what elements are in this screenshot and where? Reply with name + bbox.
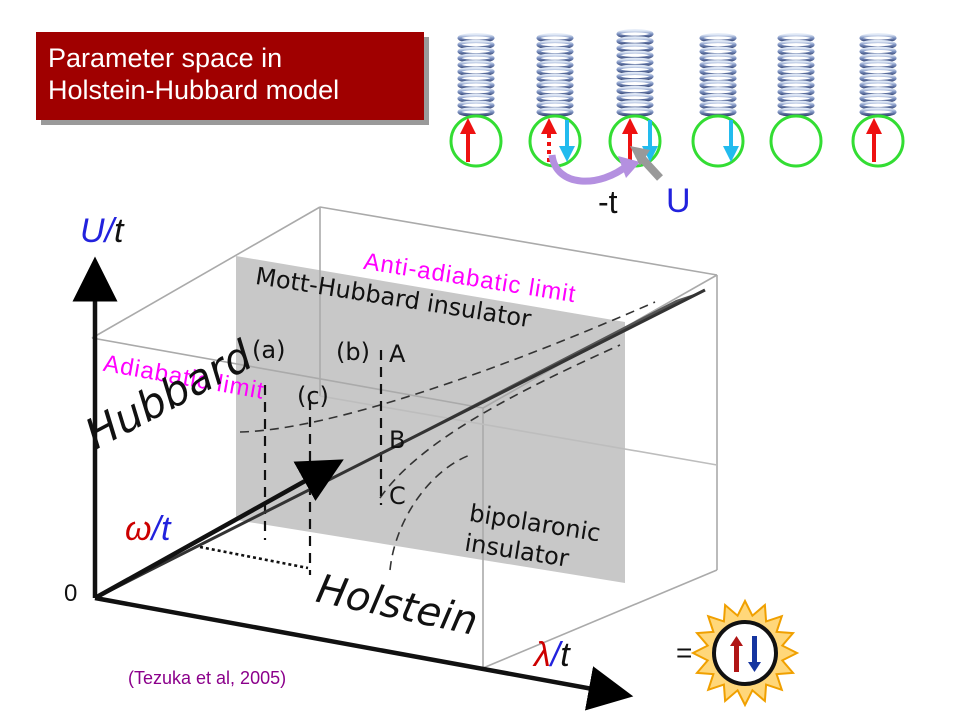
title-line-1: Parameter space in [48,43,283,73]
site-ring [608,114,662,168]
box-edge [482,569,718,669]
equals-sign: = [676,637,693,668]
spin-up-arrowhead [622,118,638,134]
spring-coil [616,29,654,39]
lattice-sites [449,114,905,168]
spin-down-arrowhead [748,662,761,672]
hopping-arrow [548,154,631,185]
phase-boundaries [239,301,656,571]
site-ring [449,114,503,168]
omega-t: t [160,510,171,548]
spin-down-arrowhead [723,146,739,162]
point-c-label: (c) [297,382,329,410]
omega-axis [93,459,344,600]
lambda-axis-label: λ/t [534,636,570,675]
hopping-arrowhead [618,156,640,178]
spring-coil [616,43,654,53]
lower-boundary-curve [389,454,471,571]
spin-down-arrowhead [559,146,575,162]
point-C-label: C [389,482,406,510]
box-edge [319,206,718,276]
u-axis-label: U/t [80,212,123,251]
box-edge [91,337,484,409]
interaction-label: U [666,182,691,220]
spring-coil [616,107,654,117]
spring-coil [616,93,654,103]
u-t: t [114,212,124,250]
box-edge [91,206,321,339]
origin-label: 0 [64,580,78,607]
omega-slash: / [151,510,161,548]
dotted-projection [199,545,309,570]
phonon-springs [457,29,897,117]
spring-coil [859,107,897,117]
spring-coil [616,100,654,110]
mott-boundary-curve [239,301,656,433]
diagonal-line [94,288,706,600]
axes [72,256,634,711]
point-a-label: (a) [252,336,286,364]
spring-coil [699,107,737,117]
spring-coil [616,57,654,68]
spring-coil [616,64,654,75]
site-ring [691,114,745,168]
bipolaron-ring [712,620,778,686]
omega-axis-label: ω/t [125,510,170,549]
spring-coil [616,36,654,46]
lambda-symbol: λ [534,636,551,674]
omega-symbol: ω [125,510,152,548]
spin-up-arrowhead [866,118,882,134]
spin-down-shaft [752,636,757,664]
title-box: Parameter space in Holstein-Hubbard mode… [36,32,424,120]
box-edge [319,395,718,466]
site-ring [851,114,905,168]
inner-boundary-curve [379,344,621,499]
lambda-slash: / [550,636,561,674]
point-B-label: B [389,426,406,454]
parameter-box [91,206,718,669]
u-symbol: U [80,212,105,250]
title-line-2: Holstein-Hubbard model [48,75,340,105]
point-b-label: (b) [336,338,370,366]
citation: (Tezuka et al, 2005) [128,668,287,688]
lambda-t: t [560,636,570,674]
spring-coil [457,107,495,117]
spring-coil [616,50,654,61]
spring-coil [616,78,654,89]
interaction-arrowhead [630,146,650,166]
spring-coil [777,107,815,117]
hopping-label: -t [598,184,618,220]
spin-up-arrowhead [730,636,743,646]
spin-up-arrowhead [460,118,476,134]
insulator-plane [236,256,625,583]
lambda-axis [94,595,634,711]
spin-up-shaft [734,644,739,672]
spring-coil [616,85,654,96]
spring-coil [616,71,654,82]
point-A-label: A [389,340,406,368]
spin-up-arrowhead [541,118,557,134]
bipolaron-symbol [690,598,800,708]
site-ring [769,114,823,168]
spring-coil [536,107,574,117]
u-slash: / [104,212,115,250]
